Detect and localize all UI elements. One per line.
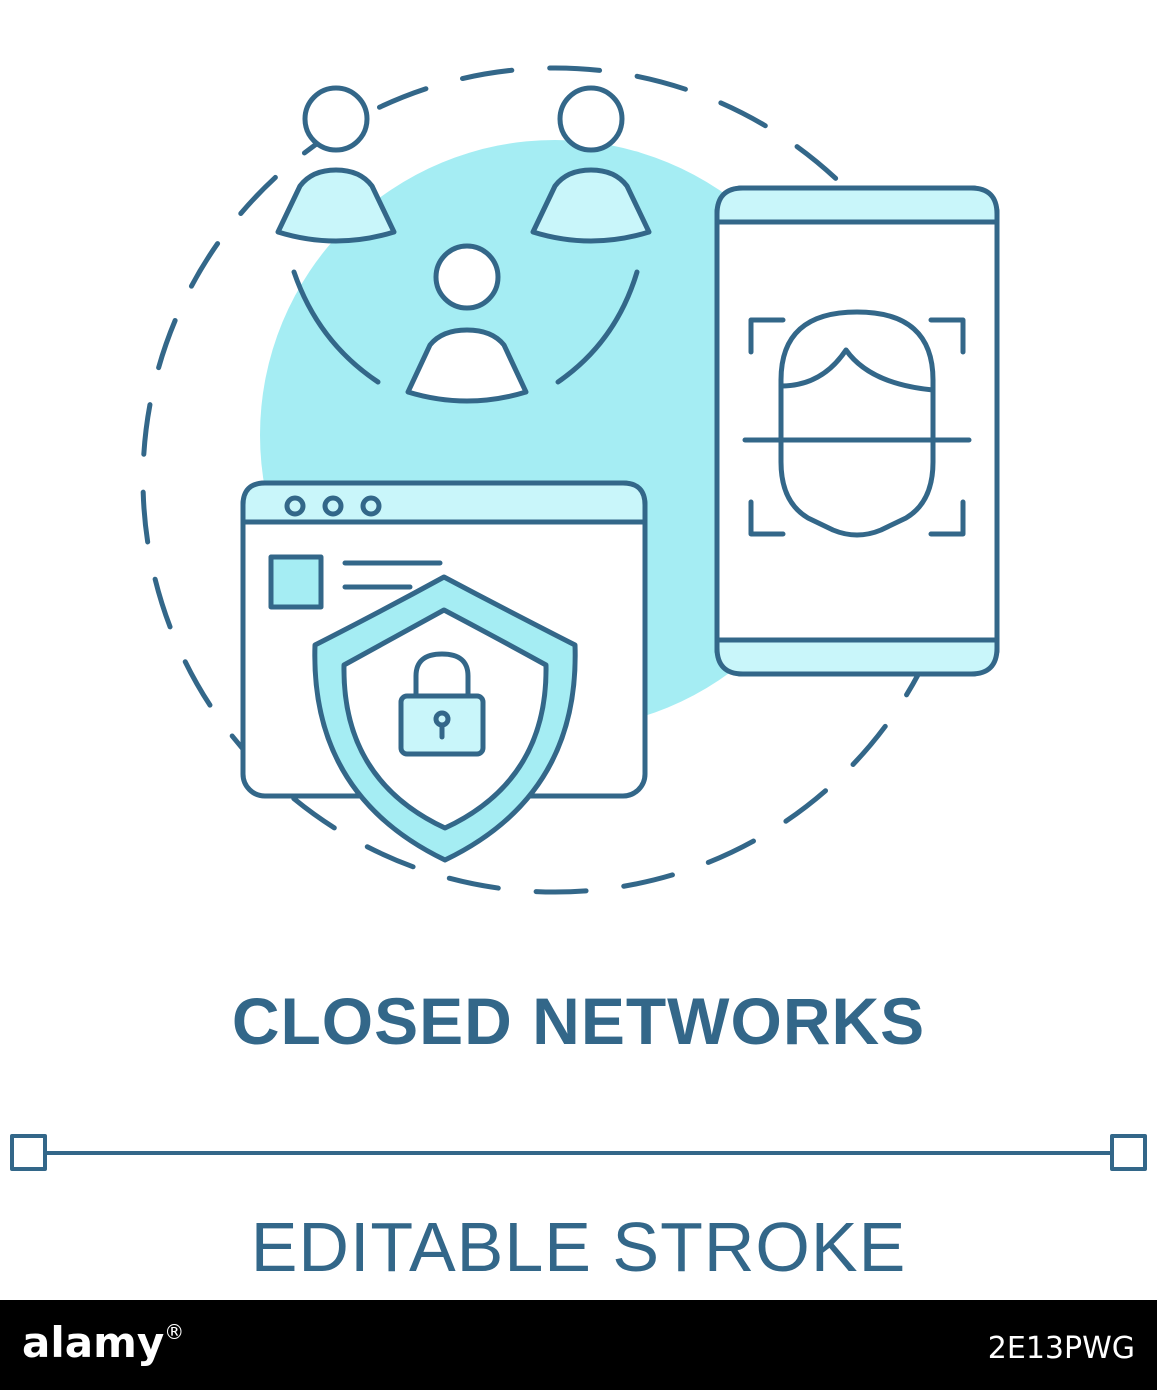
editable-stroke-line-icon — [10, 1134, 1147, 1171]
connection-arc-right — [555, 269, 640, 385]
concept-title: CLOSED NETWORKS — [231, 984, 926, 1058]
closed-networks-illustration — [10, 65, 1147, 1171]
content-thumbnail — [268, 554, 324, 610]
stock-image-id: 2E13PWG — [987, 1331, 1135, 1366]
editable-stroke-caption: EDITABLE STROKE — [250, 1208, 907, 1286]
stroke-handle-right — [1110, 1134, 1147, 1171]
scan-frame-corners — [748, 317, 966, 537]
padlock-icon — [398, 651, 486, 757]
people-network-icon — [275, 85, 652, 404]
stroke-handle-left — [10, 1134, 47, 1171]
brand-name: alamy — [22, 1318, 165, 1367]
person-top-left — [275, 85, 397, 244]
person-center — [405, 243, 529, 404]
brand-logo: alamy® — [22, 1322, 184, 1364]
face-icon — [778, 309, 936, 538]
stock-footer-bar: alamy® 2E13PWG — [0, 1300, 1157, 1390]
shield-lock-icon — [312, 574, 578, 863]
connection-arc-left — [291, 269, 381, 385]
person-top-right — [530, 85, 652, 244]
smartphone-face-id-icon — [714, 185, 1000, 677]
brand-registered-mark: ® — [164, 1320, 185, 1344]
